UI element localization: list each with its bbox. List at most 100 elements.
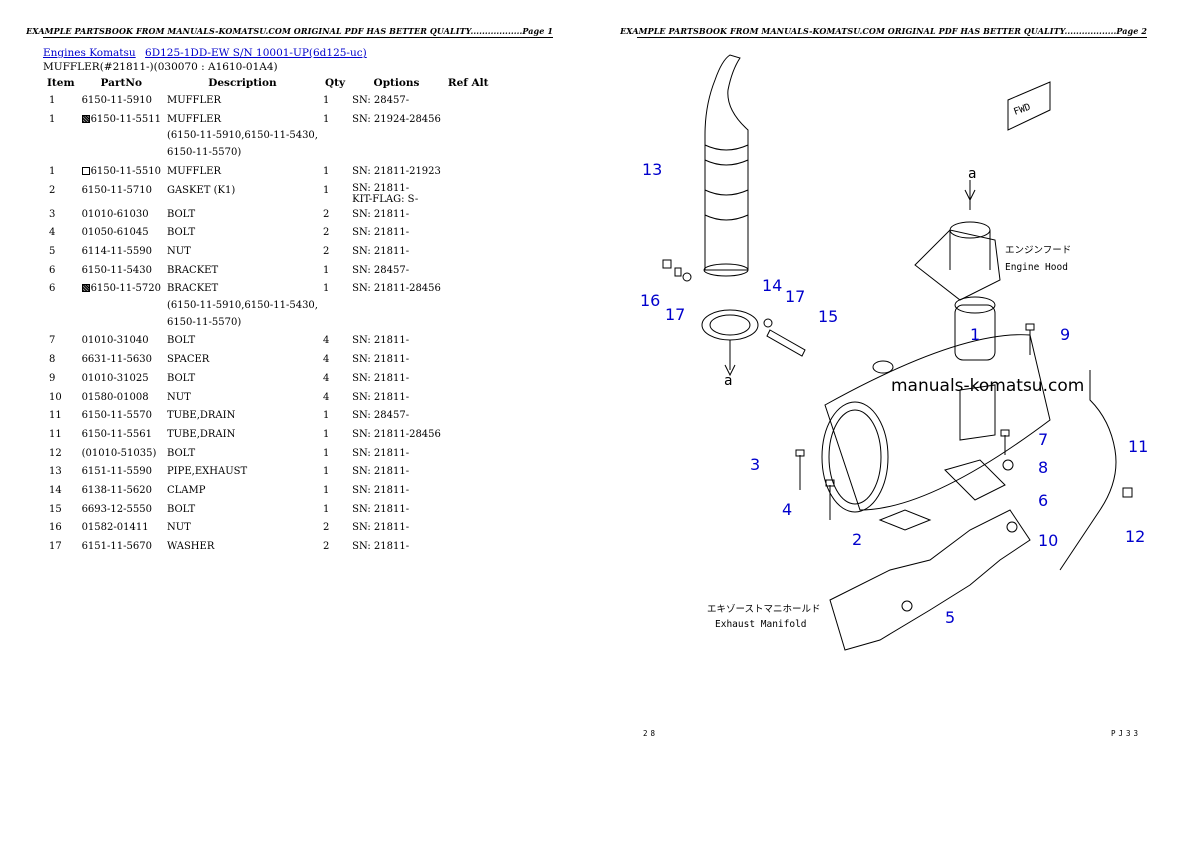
callout-1: 1	[970, 325, 980, 344]
cell-item: 15	[49, 503, 62, 515]
cell-description: BOLT	[164, 224, 321, 243]
cell-ref-alt	[444, 224, 493, 243]
col-description: Description	[208, 77, 277, 89]
cell-options: SN: 21811-	[349, 482, 444, 501]
cell-item: 6	[49, 283, 56, 295]
cell-item: 9	[49, 372, 56, 384]
manifold-jp: エキゾーストマニホールド	[707, 604, 821, 615]
options-line: SN: 21811-	[352, 245, 410, 257]
cell-partno: 01582-01411	[79, 519, 164, 538]
cell-qty: 1	[322, 95, 330, 106]
partno-text: 6150-11-5511	[90, 113, 161, 125]
options-line: SN: 21811-	[352, 335, 410, 347]
cell-qty: 4	[322, 335, 330, 347]
breadcrumb-link-engines[interactable]: Engines Komatsu	[43, 47, 136, 59]
breadcrumb-link-model[interactable]: 6D125-1DD-EW S/N 10001-UP(6d125-uc)	[145, 47, 367, 59]
cell-options: SN: 21811-	[349, 243, 444, 262]
description-line: BOLT	[166, 335, 196, 347]
cell-description: BOLT	[164, 370, 321, 389]
cell-ref-alt	[444, 243, 493, 262]
cell-options: SN: 21811-	[349, 501, 444, 520]
description-line: MUFFLER	[166, 165, 221, 177]
cell-qty: 2	[322, 522, 330, 534]
partno-text: 6150-11-5720	[90, 283, 161, 295]
cell-qty: 1	[322, 447, 330, 459]
cell-qty: 1	[322, 165, 330, 177]
cell-qty: 1	[322, 184, 330, 196]
cell-partno: 6150-11-5710	[79, 182, 164, 206]
col-qty: Qty	[324, 77, 346, 89]
manifold-en: Exhaust Manifold	[715, 619, 807, 630]
options-line: SN: 21811-	[352, 391, 410, 403]
description-line: BRACKET	[166, 283, 219, 295]
cell-qty: 4	[322, 372, 330, 384]
cell-partno: 6150-11-5510	[79, 163, 164, 182]
cell-partno: 01580-01008	[79, 389, 164, 408]
footer-page-left: 28	[643, 729, 659, 738]
cell-partno: 01050-61045	[79, 224, 164, 243]
partno-text: 01050-61045	[81, 227, 149, 239]
options-line: SN: 28457-	[352, 410, 410, 422]
cell-partno: 6150-11-5430	[79, 262, 164, 281]
callout-16: 16	[640, 291, 660, 310]
description-line: TUBE,DRAIN	[166, 410, 236, 422]
cell-options: SN: 21811-28456	[349, 280, 444, 332]
options-line: SN: 28457-	[352, 264, 410, 276]
description-line: PIPE,EXHAUST	[166, 466, 248, 478]
cell-description: BRACKET	[164, 262, 321, 281]
parts-diagram: 1 2 3 4 5 6 7 8 9 10 11 12 13 14 15 16 1…	[640, 54, 1148, 651]
callout-8: 8	[1038, 458, 1048, 477]
cell-partno: 6151-11-5590	[79, 463, 164, 482]
cell-qty: 1	[322, 503, 330, 515]
cell-partno: 6150-11-5561	[79, 426, 164, 445]
options-line: SN: 21811-28456	[352, 283, 441, 295]
cell-item: 4	[49, 227, 56, 239]
description-line: BRACKET	[166, 264, 219, 276]
cell-ref-alt	[444, 163, 493, 182]
cell-options: SN: 21811-	[349, 538, 444, 557]
callout-7: 7	[1038, 430, 1048, 449]
table-row: 6 6150-11-5720 BRACKET (6150-11-5910,6150-1…	[43, 280, 492, 332]
cell-item: 14	[49, 485, 62, 497]
callout-13: 13	[642, 160, 662, 179]
partno-text: 01010-31040	[81, 335, 149, 347]
cell-item: 12	[49, 447, 62, 459]
cell-options: SN: 28457-	[349, 92, 444, 111]
cell-item: 10	[49, 391, 62, 403]
options-line: SN: 21811-	[352, 541, 410, 553]
partno-text: 01010-61030	[81, 208, 149, 220]
description-line: MUFFLER	[166, 113, 221, 125]
page-header-left: EXAMPLE PARTSBOOK FROM MANUALS-KOMATSU.C…	[26, 26, 553, 36]
engine-hood-en: Engine Hood	[1005, 262, 1068, 273]
cell-description: MUFFLER	[164, 92, 321, 111]
cell-ref-alt	[444, 538, 493, 557]
partno-text: 6150-11-5570	[81, 410, 152, 422]
description-line: (6150-11-5910,6150-11-5430,	[166, 130, 318, 142]
description-line: BOLT	[166, 227, 196, 239]
partno-text: 6150-11-5510	[90, 165, 161, 177]
empty-square-marker	[81, 166, 90, 175]
cell-description: BRACKET (6150-11-5910,6150-11-5430, 6150-1…	[164, 280, 321, 332]
cell-options: SN: 21811-	[349, 351, 444, 370]
description-line: BOLT	[166, 208, 196, 220]
cell-item: 8	[49, 354, 56, 366]
cell-ref-alt	[444, 182, 493, 206]
cell-ref-alt	[444, 370, 493, 389]
options-line: SN: 21811-21923	[352, 165, 441, 177]
cell-options: SN: 21811-	[349, 445, 444, 464]
options-line: SN: 21811-	[352, 182, 410, 194]
callout-3: 3	[750, 455, 760, 474]
cell-options: SN: 21924-28456	[349, 111, 444, 163]
cell-qty: 2	[322, 245, 330, 257]
cell-ref-alt	[444, 206, 493, 225]
description-line: 6150-11-5570)	[166, 316, 242, 328]
description-line: (6150-11-5910,6150-11-5430,	[166, 300, 318, 312]
footer-page-right: PJ33	[1111, 729, 1142, 738]
cell-options: SN: 21811-	[349, 389, 444, 408]
